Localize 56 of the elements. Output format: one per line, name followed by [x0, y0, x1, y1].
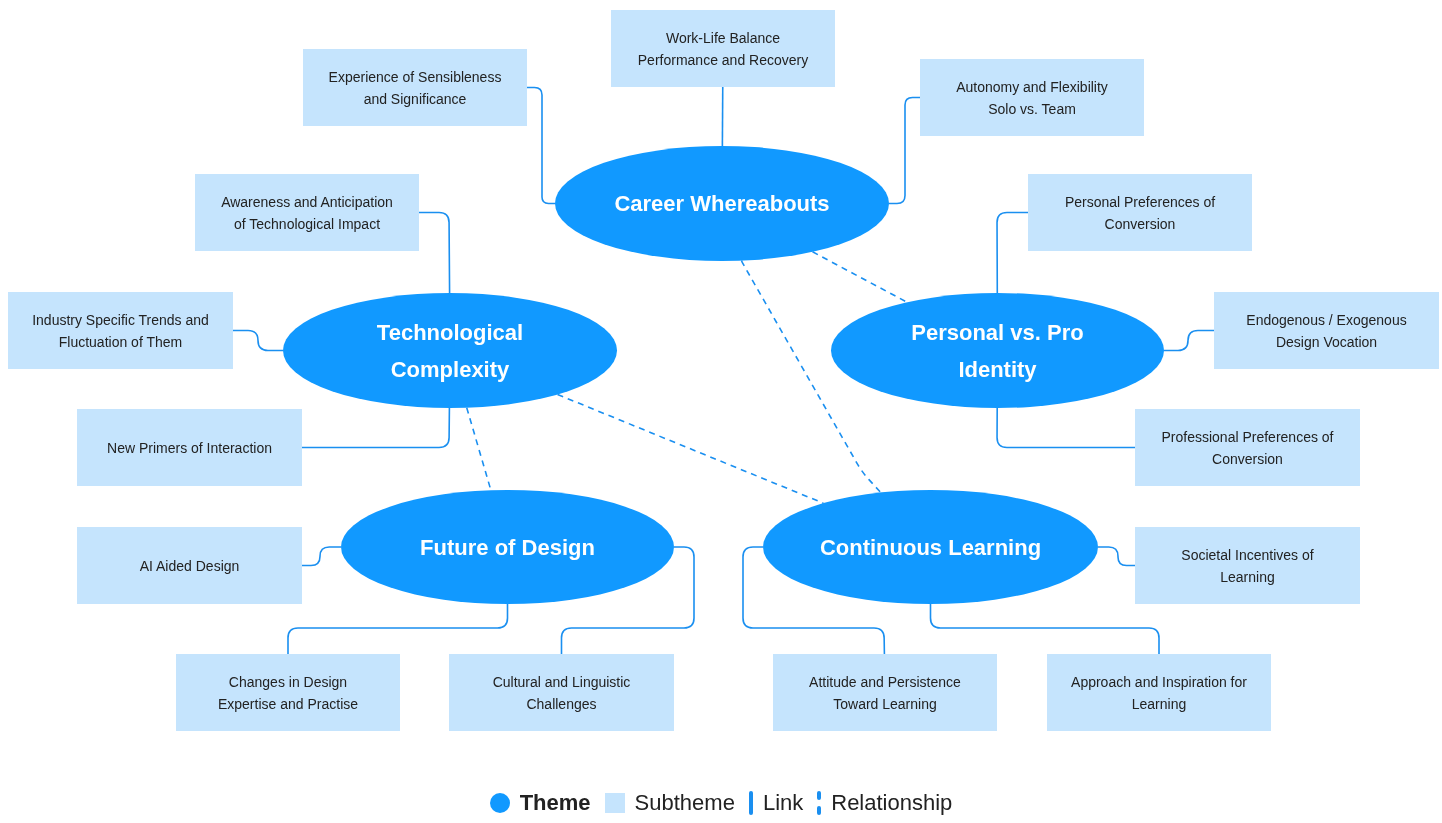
theme-label: Career Whereabouts [614, 190, 830, 218]
subtheme-box [920, 59, 1144, 136]
subtheme-box [1047, 654, 1271, 731]
subtheme-label: New Primers of Interaction [107, 438, 272, 458]
subtheme-label: Professional Preferences of Conversion [1160, 427, 1335, 469]
subtheme-label: Endogenous / Exogenous Design Vocation [1245, 310, 1408, 352]
subtheme-label: Cultural and Linguistic Challenges [491, 672, 632, 714]
subtheme-label: Changes in Design Expertise and Practise [216, 672, 360, 714]
subtheme-box [176, 654, 400, 731]
link-line [721, 86, 724, 147]
subtheme-label: Attitude and Persistence Toward Learning [808, 672, 962, 714]
link-line [1163, 329, 1215, 352]
subtheme-box [1135, 409, 1360, 486]
legend-label: Relationship [831, 790, 953, 816]
subtheme-label: Autonomy and Flexibility Solo vs. Team [955, 77, 1109, 119]
subtheme-label: Work-Life Balance Performance and Recovery [636, 28, 810, 70]
subtheme-label: AI Aided Design [139, 556, 240, 576]
link-line [560, 546, 695, 655]
subtheme-box [303, 49, 527, 126]
subtheme-box [195, 174, 419, 251]
legend-label: Link [762, 790, 804, 816]
link-line [287, 603, 509, 655]
link-line [929, 603, 1160, 655]
link-line [996, 407, 1136, 449]
link-line [742, 546, 886, 655]
theme-label: Future of Design [420, 533, 595, 562]
link-line [301, 546, 342, 567]
relationship-line [556, 393, 825, 504]
subtheme-label: Awareness and Anticipation of Technological Impact [220, 192, 394, 234]
relationship-line [740, 259, 882, 494]
legend-label: Subtheme [634, 790, 735, 816]
subtheme-label: Experience of Sensibleness and Significance [327, 67, 503, 109]
link-line [996, 211, 1029, 294]
subtheme-box [611, 10, 835, 87]
subtheme-box [77, 527, 302, 604]
subtheme-label: Personal Preferences of Conversion [1063, 192, 1217, 234]
link-line [232, 329, 284, 352]
subtheme-label: Industry Specific Trends and Fluctuation of Them [32, 310, 209, 352]
subtheme-box [773, 654, 997, 731]
subtheme-box [449, 654, 674, 731]
subtheme-box [1214, 292, 1439, 369]
link-line [301, 407, 451, 449]
subtheme-box [1028, 174, 1252, 251]
theme-label: Technological Complexity [375, 318, 525, 384]
relationship-line [811, 251, 908, 304]
link-line [1097, 546, 1136, 567]
theme-label: Personal vs. Pro Identity [910, 318, 1085, 384]
subtheme-label: Approach and Inspiration for Learning [1071, 672, 1247, 714]
legend-label: Theme [519, 790, 591, 816]
subtheme-label: Societal Incentives of Learning [1180, 545, 1315, 587]
subtheme-box [77, 409, 302, 486]
theme-label: Continuous Learning [819, 533, 1042, 562]
link-line [418, 211, 451, 294]
link-line [526, 86, 556, 205]
subtheme-box [1135, 527, 1360, 604]
subtheme-box [8, 292, 233, 369]
